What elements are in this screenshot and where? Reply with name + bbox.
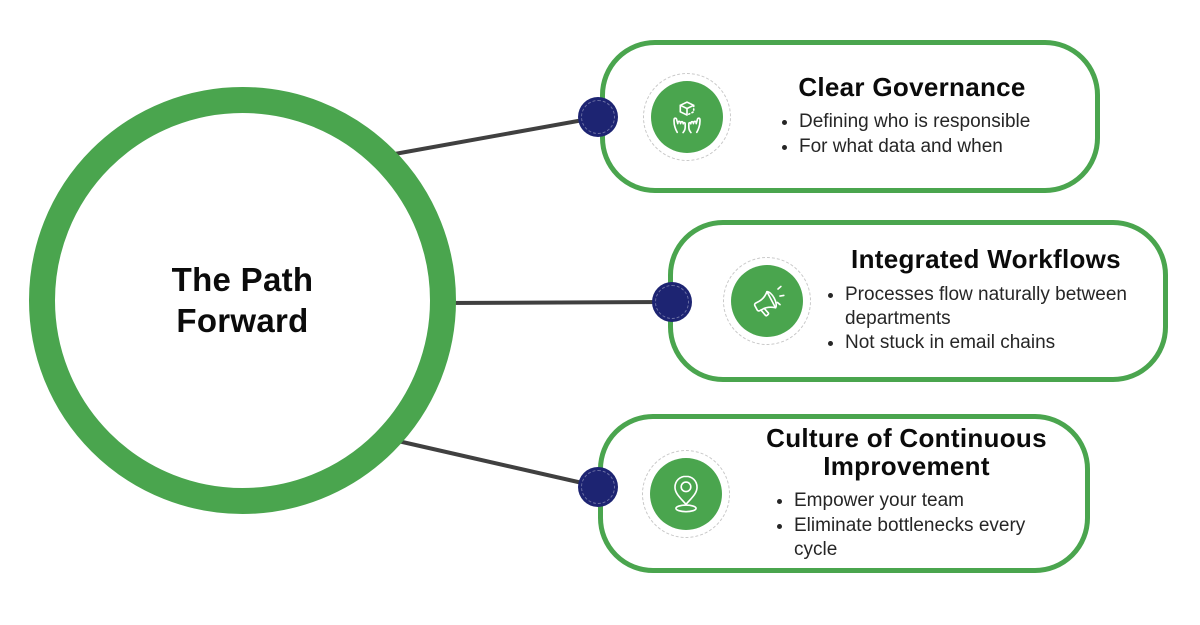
card-integrated-workflows: Integrated Workflows Processes flow natu…: [668, 220, 1168, 382]
card-bullet-list: Defining who is responsible For what dat…: [743, 110, 1081, 158]
card-clear-governance: Clear Governance Defining who is respons…: [600, 40, 1100, 193]
bullet-item: Empower your team: [794, 489, 1057, 513]
card-title: Clear Governance: [798, 71, 1026, 102]
card-bullet-list: Empower your team Eliminate bottlenecks …: [742, 489, 1071, 561]
card-text-block: Integrated Workflows Processes flow natu…: [811, 244, 1163, 355]
connector-dot-top: [578, 97, 618, 137]
connector-line-bottom: [397, 439, 601, 489]
connector-dot-middle: [652, 282, 692, 322]
bullet-item: Defining who is responsible: [799, 110, 1081, 134]
hands-holding-box-icon: [673, 100, 701, 133]
center-circle: The Path Forward: [29, 87, 456, 514]
card-text-block: Culture of Continuous Improvement Empowe…: [730, 422, 1085, 562]
card-icon-badge: [723, 257, 811, 345]
card-icon-circle: [651, 80, 723, 153]
card-text-block: Clear Governance Defining who is respons…: [731, 71, 1095, 160]
megaphone-icon: [753, 285, 785, 317]
center-title: The Path Forward: [171, 261, 314, 339]
card-title: Culture of Continuous Improvement: [766, 422, 1047, 481]
bullet-item: Processes flow naturally between departm…: [845, 283, 1145, 330]
card-title: Integrated Workflows: [851, 244, 1121, 275]
card-icon-circle: [650, 457, 722, 530]
card-icon-circle: [731, 265, 803, 337]
connector-line-middle: [444, 300, 673, 305]
connector-dot-bottom: [578, 467, 618, 507]
card-icon-badge: [642, 449, 730, 538]
card-bullet-list: Processes flow naturally between departm…: [823, 283, 1149, 355]
bullet-item: Eliminate bottlenecks every cycle: [794, 514, 1057, 561]
connector-line-top: [377, 115, 601, 159]
card-icon-badge: [643, 72, 731, 161]
bullet-item: For what data and when: [799, 135, 1081, 159]
card-continuous-improvement: Culture of Continuous Improvement Empowe…: [598, 414, 1090, 573]
location-pin-icon: [674, 474, 698, 512]
bullet-item: Not stuck in email chains: [845, 331, 1145, 355]
